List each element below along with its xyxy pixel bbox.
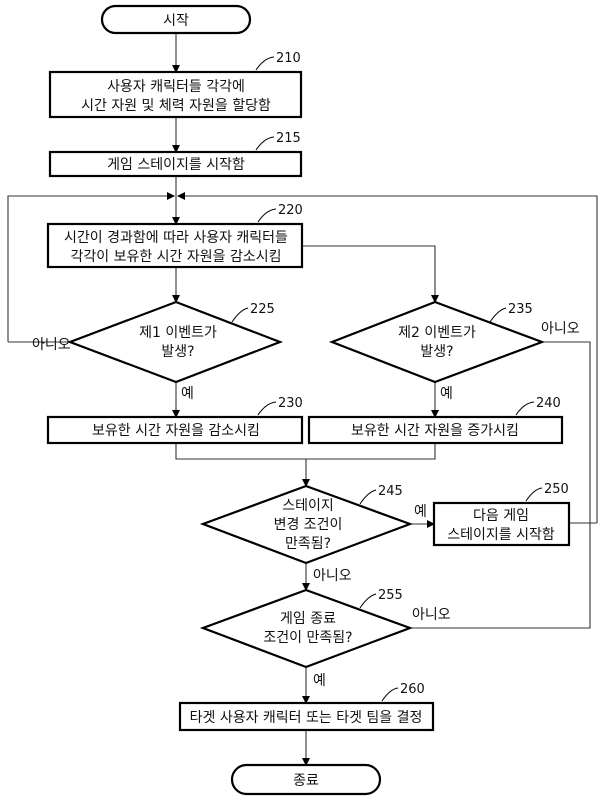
ref-225: 225	[250, 302, 275, 317]
step-230: 보유한 시간 자원을 감소시킴 230	[46, 396, 304, 445]
branch-no-255: 아니오	[412, 607, 451, 623]
branch-yes-245: 예	[414, 504, 427, 520]
step-250: 다음 게임 스테이지를 시작함 250	[432, 482, 571, 547]
ref-255: 255	[378, 588, 403, 603]
step-230-line1: 보유한 시간 자원을 감소시킴	[92, 423, 260, 439]
branch-yes-255: 예	[313, 673, 326, 689]
ref-235: 235	[508, 302, 533, 317]
step-220: 시간이 경과함에 따라 사용자 캐릭터들 각각이 보유한 시간 자원을 감소시킴…	[46, 203, 304, 269]
start-terminator: 시작	[100, 4, 252, 35]
decision-245-line3: 만족됨?	[285, 536, 331, 552]
end-terminator: 종료	[230, 763, 382, 796]
ref-240: 240	[536, 396, 561, 411]
step-260-line1: 타겟 사용자 캐릭터 또는 타겟 팀을 결정	[190, 710, 423, 726]
decision-245-line2: 변경 조건이	[274, 517, 343, 533]
decision-235-line1: 제2 이벤트가	[398, 325, 476, 341]
step-220-line2: 각각이 보유한 시간 자원을 감소시킴	[71, 249, 282, 265]
step-240: 보유한 시간 자원을 증가시킴 240	[307, 396, 564, 445]
step-215-line1: 게임 스테이지를 시작함	[107, 157, 245, 173]
decision-225-line2: 발생?	[161, 344, 194, 360]
decision-255-line2: 조건이 만족됨?	[263, 630, 352, 646]
step-260: 타겟 사용자 캐릭터 또는 타겟 팀을 결정 260	[178, 682, 435, 732]
ref-220: 220	[278, 203, 303, 218]
connectors	[7, 33, 598, 766]
decision-255-line1: 게임 종료	[280, 611, 336, 627]
step-210: 사용자 캐릭터들 각각에 시간 자원 및 체력 자원을 할당함 210	[48, 51, 303, 119]
step-210-line1: 사용자 캐릭터들 각각에	[107, 79, 245, 95]
ref-210: 210	[276, 51, 301, 66]
start-label: 시작	[163, 13, 189, 29]
step-250-line1: 다음 게임	[473, 508, 529, 524]
branch-yes-235: 예	[440, 386, 453, 402]
ref-245: 245	[378, 484, 403, 499]
step-215: 게임 스테이지를 시작함 215	[48, 131, 303, 178]
ref-250: 250	[544, 482, 569, 497]
decision-235: 제2 이벤트가 발생? 235 아니오 예	[328, 300, 580, 402]
decision-235-line2: 발생?	[420, 344, 453, 360]
end-label: 종료	[293, 773, 319, 789]
ref-260: 260	[400, 682, 425, 697]
decision-225-line1: 제1 이벤트가	[139, 325, 217, 341]
step-210-line2: 시간 자원 및 체력 자원을 할당함	[81, 98, 271, 114]
branch-yes-225: 예	[181, 386, 194, 402]
step-220-line1: 시간이 경과함에 따라 사용자 캐릭터들	[64, 230, 288, 246]
branch-no-235: 아니오	[541, 321, 580, 337]
branch-no-245: 아니오	[313, 568, 352, 584]
ref-230: 230	[278, 396, 303, 411]
ref-215: 215	[276, 131, 301, 146]
decision-245-line1: 스테이지	[282, 498, 334, 514]
decision-245: 스테이지 변경 조건이 만족됨? 245 예 아니오	[199, 484, 427, 584]
step-250-line2: 스테이지를 시작함	[447, 527, 555, 543]
branch-no-225: 아니오	[32, 337, 71, 353]
decision-225: 제1 이벤트가 발생? 225 아니오 예	[32, 300, 284, 402]
decision-255: 게임 종료 조건이 만족됨? 255 아니오 예	[199, 588, 451, 689]
step-240-line1: 보유한 시간 자원을 증가시킴	[351, 423, 519, 439]
